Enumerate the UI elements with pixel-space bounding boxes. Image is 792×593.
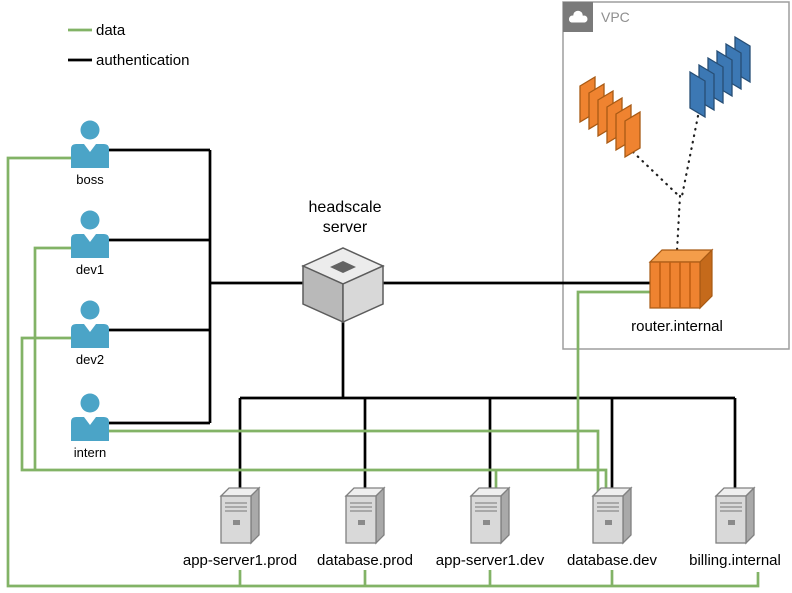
dotted-link-orange-stack	[631, 150, 681, 198]
vpc-container: VPC	[562, 1, 790, 350]
cloud-icon	[569, 10, 588, 23]
orange-server-stack-icon	[579, 75, 641, 159]
server-icon-db-prod	[345, 487, 385, 544]
server-label-app-prod: app-server1.prod	[183, 552, 297, 569]
server-icon-billing	[715, 487, 755, 544]
vpc-dotted-links	[631, 114, 700, 253]
users-group: boss dev1 dev2 intern	[71, 120, 109, 460]
legend: data authentication	[68, 22, 189, 69]
router-icon	[648, 248, 714, 310]
user-label-dev2: dev2	[76, 352, 104, 367]
servers-group: app-server1.prod database.prod app-serve…	[183, 487, 781, 569]
server-label-db-dev: database.dev	[567, 552, 658, 569]
headscale-label-line2: server	[323, 219, 368, 236]
server-icon-db-dev	[592, 487, 632, 544]
data-line-intern	[109, 429, 600, 492]
authentication-lines	[109, 148, 737, 492]
server-label-billing: billing.internal	[689, 552, 781, 569]
headscale-cube-icon	[301, 247, 385, 324]
vpc-label: VPC	[601, 9, 630, 25]
user-icon-boss	[71, 120, 109, 168]
dotted-link-router	[675, 194, 682, 253]
legend-data-label: data	[96, 22, 126, 39]
server-label-app-dev: app-server1.dev	[436, 552, 545, 569]
data-line-dev2	[20, 336, 608, 492]
user-icon-dev1	[71, 210, 109, 258]
headscale-label-line1: headscale	[309, 199, 382, 216]
dotted-link-blue-stack	[680, 114, 700, 198]
vpc-border	[562, 1, 790, 350]
user-icon-intern	[71, 393, 109, 441]
user-label-intern: intern	[74, 445, 107, 460]
data-line-router	[576, 290, 650, 470]
data-lines	[6, 156, 760, 588]
blue-server-stack-icon	[689, 35, 751, 119]
data-line-boss	[6, 156, 760, 588]
user-label-boss: boss	[76, 172, 104, 187]
server-icon-app-dev	[470, 487, 510, 544]
user-icon-dev2	[71, 300, 109, 348]
data-line-dev1	[33, 246, 71, 470]
server-label-db-prod: database.prod	[317, 552, 413, 569]
legend-auth-label: authentication	[96, 52, 189, 69]
server-icon-app-prod	[220, 487, 260, 544]
router-label: router.internal	[631, 318, 723, 335]
user-label-dev1: dev1	[76, 262, 104, 277]
